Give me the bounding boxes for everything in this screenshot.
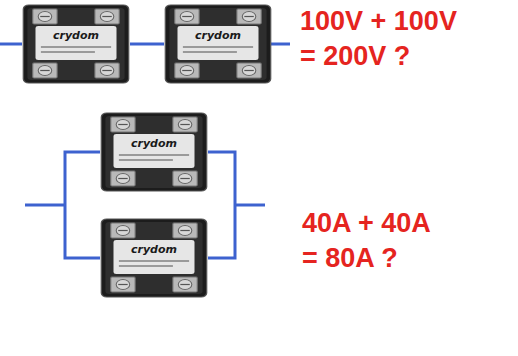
screw-terminal: [95, 9, 119, 24]
terminal-screw: [242, 12, 256, 22]
relay-face: [169, 8, 266, 80]
screw-slot: [102, 70, 111, 71]
terminal-screw: [38, 12, 52, 22]
relay-text-holder: crydom: [100, 244, 208, 256]
screw-slot: [118, 178, 127, 179]
screw-slot: [182, 16, 191, 17]
screw-terminal: [173, 223, 197, 238]
brand-name: crydom: [22, 30, 130, 42]
terminal-screw: [100, 12, 114, 22]
solid-state-relay: crydom: [100, 112, 208, 192]
terminal-screw: [116, 174, 130, 184]
label-stripe: [119, 154, 189, 156]
screw-slot: [244, 70, 253, 71]
screw-terminal: [111, 171, 135, 186]
relay-face: [105, 116, 202, 188]
screw-terminal: [237, 63, 261, 78]
screw-terminal: [111, 117, 135, 132]
terminal-screw: [116, 226, 130, 236]
screw-terminal: [33, 9, 57, 24]
label-stripe: [183, 51, 237, 53]
wire: [130, 43, 164, 46]
label-stripe: [119, 159, 173, 161]
terminal-screw: [178, 226, 192, 236]
wire: [208, 152, 235, 258]
relay-body: [100, 218, 208, 298]
screw-slot: [180, 178, 189, 179]
screw-slot: [180, 124, 189, 125]
screw-terminal: [111, 223, 135, 238]
screw-terminal: [95, 63, 119, 78]
label-stripe: [41, 46, 111, 48]
screw-terminal: [175, 9, 199, 24]
relay-housing: [23, 5, 128, 83]
screw-terminal: [173, 171, 197, 186]
brand-name: crydom: [164, 30, 272, 42]
relay-face: [27, 8, 124, 80]
screw-slot: [40, 16, 49, 17]
terminal-screw: [180, 12, 194, 22]
relay-body: [22, 4, 130, 84]
lead-wire: [0, 43, 22, 46]
solid-state-relay: crydom: [100, 218, 208, 298]
relay-body: [164, 4, 272, 84]
terminal-screw: [116, 280, 130, 290]
label-stripe: [183, 46, 253, 48]
lead-wire: [235, 204, 265, 207]
question-label: 100V + 100V = 200V ?: [300, 4, 468, 74]
terminal-screw: [242, 66, 256, 76]
screw-slot: [182, 70, 191, 71]
relay-text-holder: crydom: [22, 30, 130, 42]
relay-body: [100, 112, 208, 192]
terminal-screw: [178, 120, 192, 130]
lead-wire: [25, 204, 65, 207]
relay-housing: [101, 113, 206, 191]
label-stripe: [119, 265, 173, 267]
terminal-screw: [38, 66, 52, 76]
screw-terminal: [111, 277, 135, 292]
relay-housing: [165, 5, 270, 83]
label-stripe: [119, 260, 189, 262]
wire: [65, 152, 100, 258]
terminal-screw: [178, 174, 192, 184]
solid-state-relay: crydom: [164, 4, 272, 84]
screw-slot: [118, 124, 127, 125]
brand-name: crydom: [100, 244, 208, 256]
brand-name: crydom: [100, 138, 208, 150]
question-label: 40A + 40A = 80A ?: [302, 206, 444, 276]
screw-slot: [40, 70, 49, 71]
screw-terminal: [237, 9, 261, 24]
screw-slot: [102, 16, 111, 17]
label-stripe: [41, 51, 95, 53]
relay-text-holder: crydom: [164, 30, 272, 42]
terminal-screw: [116, 120, 130, 130]
solid-state-relay: crydom: [22, 4, 130, 84]
terminal-screw: [100, 66, 114, 76]
screw-slot: [180, 230, 189, 231]
terminal-screw: [180, 66, 194, 76]
screw-slot: [244, 16, 253, 17]
screw-terminal: [173, 117, 197, 132]
screw-terminal: [33, 63, 57, 78]
relay-face: [105, 222, 202, 294]
relay-housing: [101, 219, 206, 297]
screw-terminal: [175, 63, 199, 78]
screw-slot: [118, 284, 127, 285]
screw-slot: [118, 230, 127, 231]
screw-slot: [180, 284, 189, 285]
relay-text-holder: crydom: [100, 138, 208, 150]
screw-terminal: [173, 277, 197, 292]
terminal-screw: [178, 280, 192, 290]
